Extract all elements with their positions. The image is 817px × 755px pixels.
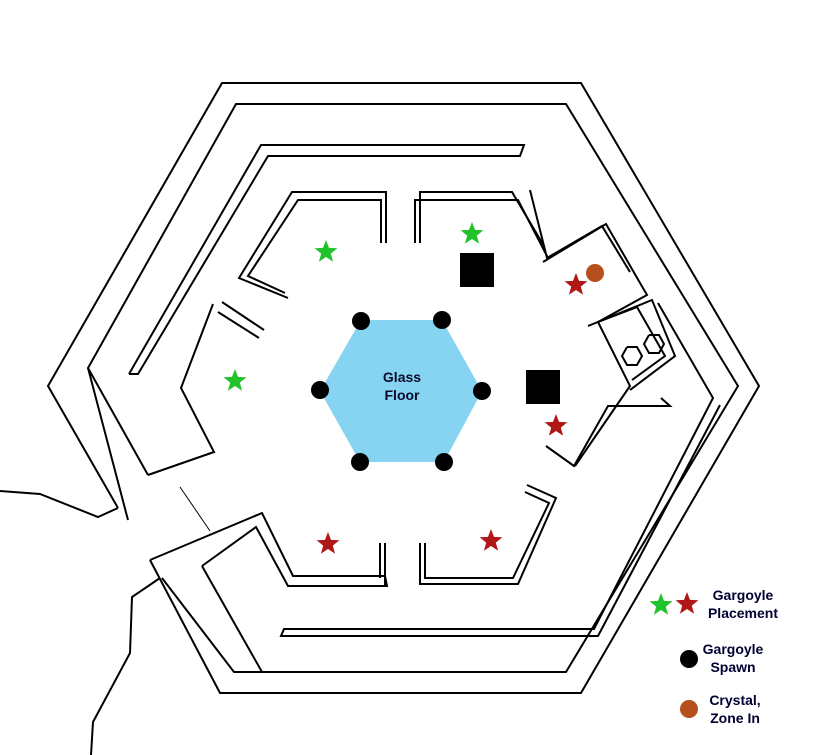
hexagon-icon bbox=[642, 334, 666, 354]
inner-right-spur bbox=[545, 397, 673, 468]
gargoyle-spawn-point bbox=[433, 311, 451, 329]
legend-spawn-line2: Spawn bbox=[710, 659, 755, 675]
legend-crystal-line2: Zone In bbox=[710, 710, 760, 726]
inner-bottom-right bbox=[419, 484, 558, 585]
passage-line bbox=[179, 486, 211, 532]
inner-bottom-right-inner bbox=[424, 491, 551, 579]
glass-floor-label-line1: Glass bbox=[383, 369, 421, 385]
gargoyle-spawn-point bbox=[311, 381, 329, 399]
legend-crystal-icon bbox=[680, 700, 698, 718]
legend-green-star-icon bbox=[649, 593, 673, 615]
red-star-marker bbox=[316, 532, 340, 554]
legend-spawn-icon bbox=[680, 650, 698, 668]
black-square-block bbox=[526, 370, 560, 404]
inner-top-left-inner bbox=[246, 199, 382, 294]
legend-star-icons bbox=[649, 592, 699, 615]
red-star-marker bbox=[479, 529, 503, 551]
ring2-upper bbox=[147, 303, 216, 476]
glass-floor bbox=[320, 320, 482, 462]
hexagon-icon bbox=[620, 346, 644, 366]
red-star-marker bbox=[544, 414, 568, 436]
ring2-right-inner bbox=[542, 222, 649, 467]
green-star-marker bbox=[314, 240, 338, 262]
ring2-left-outer bbox=[87, 367, 149, 476]
inner-top-left bbox=[237, 191, 387, 299]
outer-path-upper bbox=[0, 490, 119, 519]
gargoyle-spawn-point bbox=[435, 453, 453, 471]
gargoyle-spawn-point bbox=[473, 382, 491, 400]
green-star-marker bbox=[460, 222, 484, 244]
ring2-top-path bbox=[128, 144, 526, 375]
legend-placement-line1: Gargoyle bbox=[713, 587, 774, 603]
legend-crystal-line1: Crystal, bbox=[709, 692, 760, 708]
legend-red-star-icon bbox=[675, 592, 699, 614]
crystal-marker bbox=[586, 264, 604, 282]
legend-spawn-line1: Gargoyle bbox=[703, 641, 764, 657]
inner-left-spur2 bbox=[217, 311, 260, 339]
star-markers bbox=[223, 222, 588, 554]
outer-path-lower bbox=[90, 577, 161, 755]
green-star-marker bbox=[223, 369, 247, 391]
gargoyle-spawn-point bbox=[352, 312, 370, 330]
outer-wall-top bbox=[46, 82, 761, 694]
legend-placement-line2: Placement bbox=[708, 605, 778, 621]
inner-left-spur bbox=[221, 301, 265, 331]
red-star-marker bbox=[564, 273, 588, 295]
legend: Gargoyle Placement Gargoyle Spawn Crysta… bbox=[649, 587, 778, 726]
ring2-right-lower bbox=[279, 302, 721, 637]
crystal-room-outer bbox=[587, 298, 677, 391]
ring2-bottom-left bbox=[149, 511, 389, 587]
inner-top-right-inner bbox=[414, 199, 549, 259]
glass-floor-label-line2: Floor bbox=[385, 387, 421, 403]
gargoyle-spawn-point bbox=[351, 453, 369, 471]
ring2-bottom bbox=[201, 565, 566, 673]
black-square-block bbox=[460, 253, 494, 287]
